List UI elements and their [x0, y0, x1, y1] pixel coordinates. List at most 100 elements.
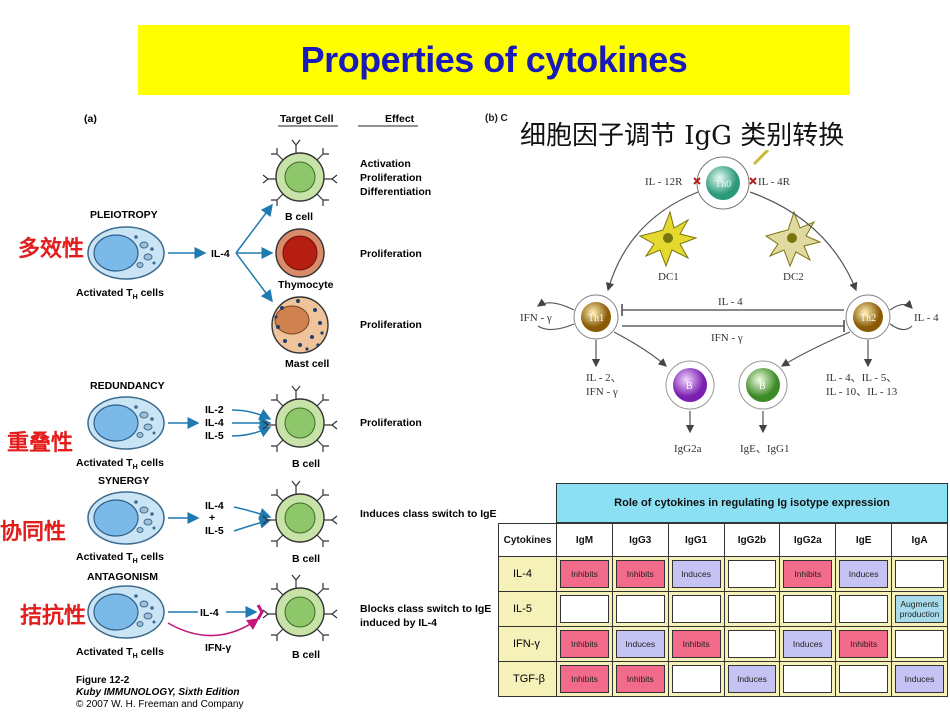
effect-chip: Induces	[839, 560, 889, 588]
th-cell-icon	[87, 396, 165, 450]
effect-antagonism-2: induced by IL-4	[360, 617, 437, 629]
table-cell: Augments production	[891, 591, 948, 627]
il5-synergy: IL-5	[205, 525, 224, 537]
th0-label: Th0	[715, 179, 731, 190]
b-cell-label: B cell	[292, 458, 320, 470]
panel-a-label: (a)	[84, 113, 97, 125]
effect-prolif-redundancy: Proliferation	[360, 417, 422, 429]
table-cell	[611, 591, 669, 627]
row-cytokine-label: TGF-β	[498, 661, 557, 697]
effect-chip: Inhibits	[615, 665, 665, 693]
il12r-label: IL - 12R	[645, 176, 683, 188]
redundancy-label: REDUNDANCY	[90, 380, 165, 392]
table-cell: Inhibits	[779, 556, 837, 592]
col-header: IgM	[556, 523, 613, 557]
title-banner: Properties of cytokines	[138, 25, 850, 95]
dc1-cell-icon	[638, 210, 698, 268]
antagonism-label: ANTAGONISM	[87, 571, 158, 583]
b-label-purple: B	[686, 381, 693, 392]
th-cell-icon	[87, 491, 165, 545]
il5-redundancy: IL-5	[205, 430, 224, 442]
ige-igg1-label: IgE、IgG1	[740, 443, 790, 455]
b-cell-purple-icon	[665, 360, 715, 410]
il4-pleiotropy: IL-4	[211, 248, 230, 260]
effect-chip: Induces	[615, 630, 665, 658]
th-cells-label: Activated TH cells	[76, 457, 164, 471]
effect-chip	[727, 595, 777, 623]
th1-out-2: IFN - γ	[586, 386, 618, 398]
figure-b-diagram: Th0 IL - 12R IL - 4R DC1 DC2 Th1 Th2 IL …	[520, 150, 939, 455]
row-cytokine-label: IL-5	[498, 591, 557, 627]
figure-caption-number: Figure 12-2	[76, 675, 130, 686]
th2-cell-icon	[845, 294, 891, 340]
il4-mid-label: IL - 4	[718, 296, 743, 308]
ifng-left-label: IFN - γ	[520, 312, 552, 324]
effect-chip	[895, 630, 944, 658]
thymocyte-label: Thymocyte	[278, 279, 334, 291]
table-cell	[667, 661, 725, 697]
effect-chip	[560, 595, 609, 623]
il4-synergy: IL-4	[205, 500, 224, 512]
col-header: IgG3	[611, 523, 669, 557]
cn-pleiotropy-label: 多效性	[18, 237, 85, 262]
mast-cell-label: Mast cell	[285, 358, 329, 370]
table-cell	[891, 626, 948, 662]
th-cell-icon	[87, 585, 165, 639]
effect-chip: Inhibits	[671, 630, 721, 658]
th-cells-label: Activated TH cells	[76, 551, 164, 565]
ifng-antagonism: IFN-γ	[205, 642, 231, 654]
table-cell: Induces	[723, 661, 781, 697]
th-cell-icon	[87, 226, 165, 280]
table-cell	[835, 591, 893, 627]
table-cell	[667, 591, 725, 627]
cn-synergy-label: 协同性	[0, 520, 67, 545]
table-cell: Induces	[891, 661, 948, 697]
mast-cell-icon	[271, 296, 329, 354]
il4r-label: IL - 4R	[758, 176, 791, 188]
plus-synergy: +	[209, 512, 215, 524]
cn-redundancy-label: 重叠性	[7, 431, 74, 456]
th-cells-label: Activated TH cells	[76, 287, 164, 301]
table-row: IL-5 Augments production	[498, 591, 948, 627]
thymocyte-icon	[275, 228, 325, 278]
th2-out-1: IL - 4、IL - 5、	[826, 372, 897, 384]
table-cell	[779, 661, 837, 697]
table-cell: Induces	[611, 626, 669, 662]
effect-prolif-thymocyte: Proliferation	[360, 248, 422, 260]
effect-chip: Induces	[783, 630, 833, 658]
cytokine-table: Cytokines IgM IgG3 IgG1 IgG2b IgG2a IgE …	[498, 523, 948, 697]
effect-chip	[727, 560, 777, 588]
col-header: IgG2b	[723, 523, 781, 557]
effect-chip: Induces	[727, 665, 777, 693]
synergy-label: SYNERGY	[98, 475, 149, 487]
table-cell	[835, 661, 893, 697]
table-cell: Inhibits	[667, 626, 725, 662]
table-cell	[891, 556, 948, 592]
col-header: Cytokines	[498, 523, 557, 557]
effect-chip	[839, 595, 889, 623]
dc2-label: DC2	[783, 271, 804, 283]
b-cell-icon	[262, 385, 338, 453]
effect-antagonism-1: Blocks class switch to IgE	[360, 603, 491, 615]
effect-chip: Induces	[671, 560, 721, 588]
th2-out-2: IL - 10、IL - 13	[826, 386, 898, 398]
table-cell	[556, 591, 613, 627]
effect-chip: Inhibits	[615, 560, 665, 588]
table-cell	[723, 591, 781, 627]
effect-chip	[727, 630, 777, 658]
effect-proliferation: Proliferation	[360, 172, 422, 184]
table-cell	[723, 626, 781, 662]
effect-chip: Induces	[895, 665, 944, 693]
isotype-table: Role of cytokines in regulating Ig isoty…	[498, 483, 948, 697]
table-cell: Inhibits	[835, 626, 893, 662]
target-cell-header: Target Cell	[280, 113, 334, 125]
effect-chip: Inhibits	[560, 665, 609, 693]
il4-redundancy: IL-4	[205, 417, 224, 429]
table-cell: Inhibits	[611, 661, 669, 697]
figure-b-title: 细胞因子调节 IgG 类别转换	[520, 121, 845, 151]
b-cell-label: B cell	[285, 211, 313, 223]
b-cell-label: B cell	[292, 553, 320, 565]
pleiotropy-label: PLEIOTROPY	[90, 209, 158, 221]
col-header: IgA	[891, 523, 948, 557]
